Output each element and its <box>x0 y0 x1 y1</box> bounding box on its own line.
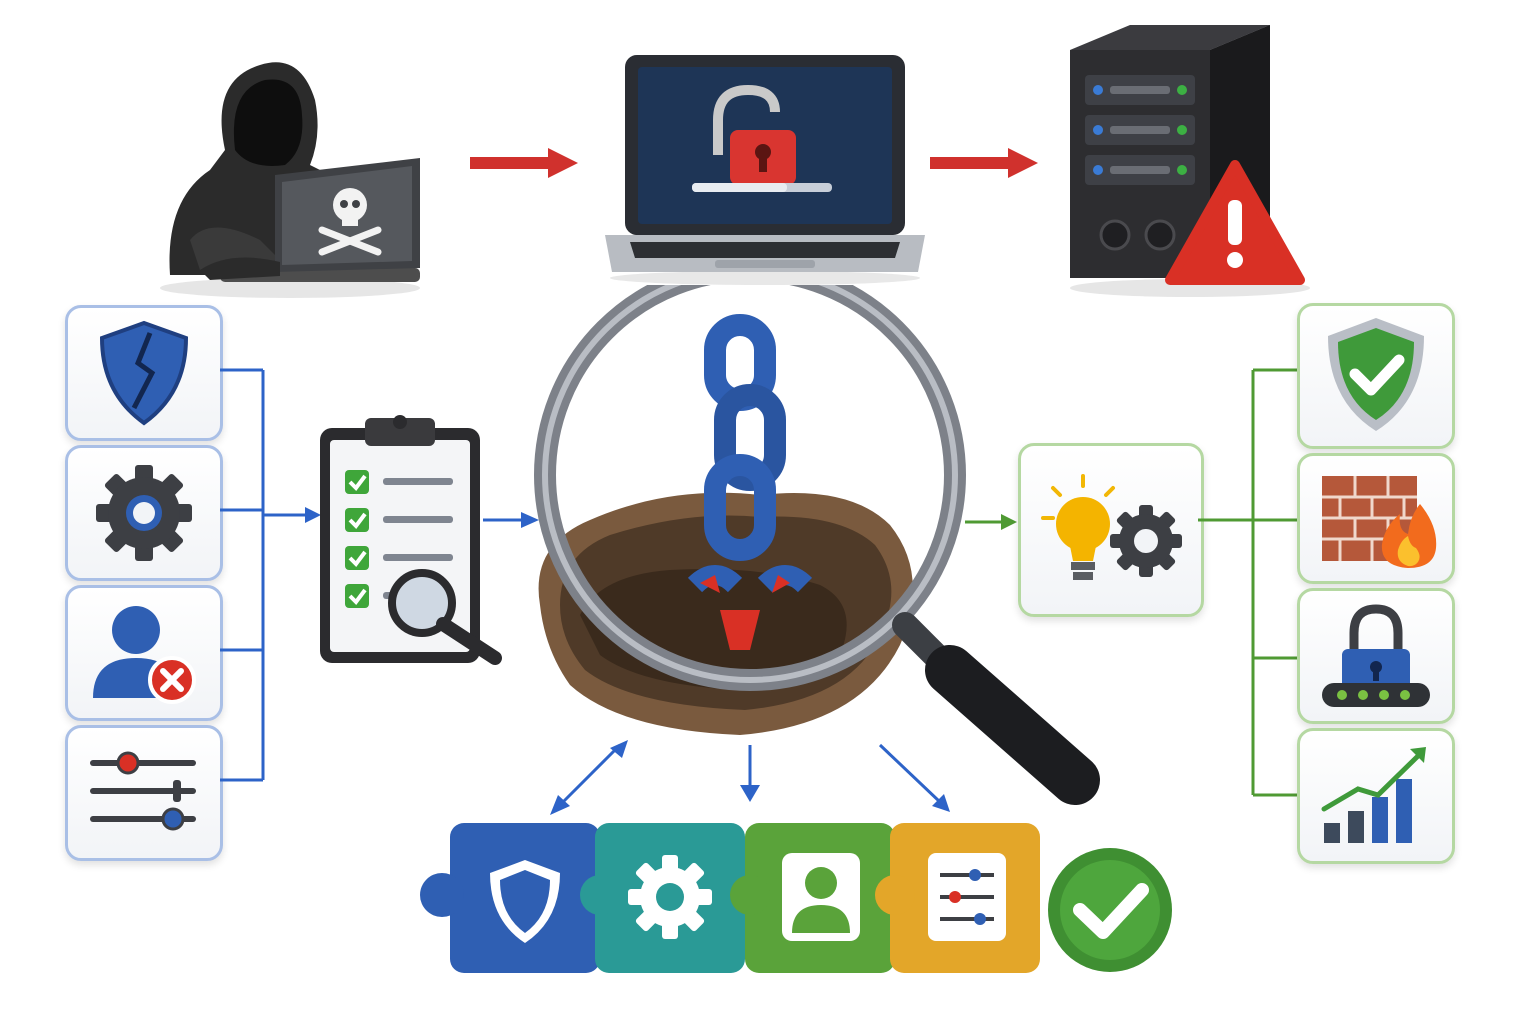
server-warning-icon <box>1060 20 1320 300</box>
puzzle-piece-shield <box>420 823 600 973</box>
solution-arrow <box>965 510 1020 534</box>
lightbulb-gear-icon <box>1041 474 1182 580</box>
puzzle-piece-sliders <box>875 823 1040 973</box>
user-denied-icon <box>93 606 196 704</box>
clipboard-checklist-magnifier-icon <box>315 410 510 675</box>
attacker-icon <box>150 40 440 300</box>
cause-card-user-denied <box>65 585 223 721</box>
remediation-card-padlock <box>1297 588 1455 724</box>
checkmark-circle-icon <box>1048 848 1172 972</box>
analysis-arrow <box>483 508 543 532</box>
firewall-icon <box>1322 476 1437 568</box>
cause-connector <box>215 360 325 790</box>
endpoint-laptop-icon <box>600 50 930 285</box>
cause-card-gear <box>65 445 223 581</box>
puzzle-piece-user <box>730 823 895 973</box>
remediation-card-firewall <box>1297 453 1455 584</box>
cause-card-sliders <box>65 725 223 861</box>
puzzle-piece-gear <box>580 823 745 973</box>
attack-arrow-1 <box>470 148 580 178</box>
gear-icon <box>96 465 192 561</box>
padlock-password-icon <box>1322 604 1430 707</box>
growth-chart-icon <box>1321 747 1426 843</box>
broken-shield-icon <box>99 320 189 426</box>
remediation-connector <box>1198 360 1303 800</box>
cause-card-broken-shield <box>65 305 223 441</box>
magnifier-broken-chain-icon <box>520 285 1120 805</box>
puzzle-chain <box>420 815 1180 985</box>
sliders-icon <box>90 751 196 831</box>
shield-check-icon <box>1328 318 1424 431</box>
decompose-arrows <box>550 740 960 820</box>
attack-arrow-2 <box>930 148 1040 178</box>
remediation-card-growth <box>1297 728 1455 864</box>
remediation-card-shield-check <box>1297 303 1455 449</box>
solution-card <box>1018 443 1204 617</box>
